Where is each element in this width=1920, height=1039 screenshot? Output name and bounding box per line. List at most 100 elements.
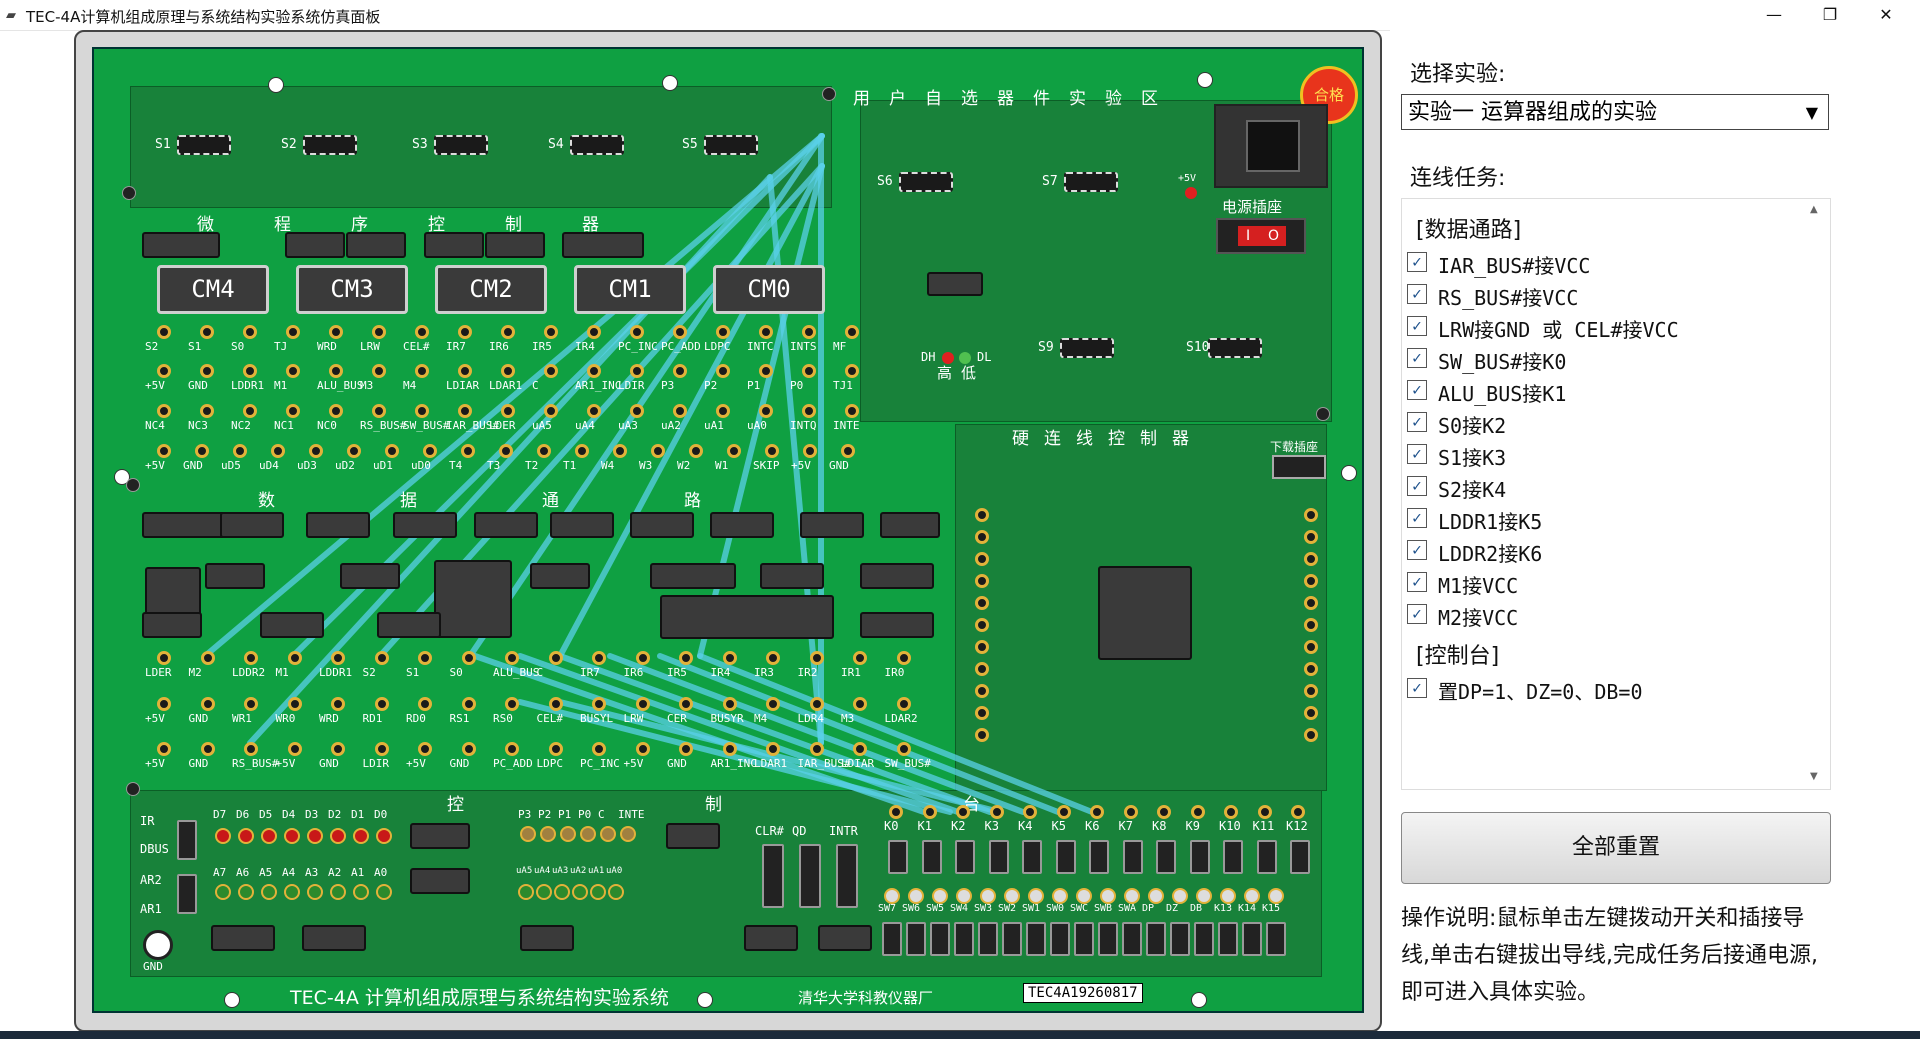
pin-hole[interactable] [803,444,817,458]
k-switch[interactable] [888,840,908,874]
sw-switch[interactable] [906,922,926,956]
pin-hole[interactable] [244,697,258,711]
task-item[interactable]: ✓IAR_BUS#接VCC [1407,250,1807,278]
pin-hole[interactable] [415,325,429,339]
pin-hole[interactable] [418,697,432,711]
sw-switch[interactable] [1194,922,1214,956]
pin-hole[interactable] [331,697,345,711]
pin-hole[interactable] [575,444,589,458]
pin-hole[interactable] [689,444,703,458]
pin-hole[interactable] [592,742,606,756]
pin-hole[interactable] [374,742,389,756]
k-switch[interactable] [1022,840,1042,874]
task-item[interactable]: ✓M2接VCC [1407,602,1807,630]
pin-hole[interactable] [331,651,345,665]
pin-hole[interactable] [499,444,513,458]
pin-hole[interactable] [1304,574,1318,588]
pin-hole[interactable] [889,805,903,819]
pin-hole[interactable] [635,697,650,711]
pin-hole[interactable] [544,364,558,378]
k-switch[interactable] [1290,840,1310,874]
pin-hole[interactable] [673,325,687,339]
pin-hole[interactable] [415,364,429,378]
task-checkbox[interactable]: ✓ [1407,252,1427,272]
pin-hole[interactable] [975,508,989,522]
ir-dbus-switch[interactable] [177,820,197,860]
task-checkbox[interactable]: ✓ [1407,348,1427,368]
pin-hole[interactable] [845,404,859,418]
pin-hole[interactable] [845,325,859,339]
pin-hole[interactable] [975,706,989,720]
task-item[interactable]: ✓M1接VCC [1407,570,1807,598]
sw-switch[interactable] [1122,922,1142,956]
pin-hole[interactable] [458,325,472,339]
pulse-key[interactable] [762,844,784,908]
pin-hole[interactable] [1056,805,1071,819]
pin-hole[interactable] [679,697,693,711]
pin-hole[interactable] [548,742,563,756]
pin-hole[interactable] [233,444,247,458]
pin-hole[interactable] [501,404,515,418]
k-switch[interactable] [1156,840,1176,874]
pin-hole[interactable] [1304,508,1318,522]
sw-switch[interactable] [1146,922,1166,956]
pin-hole[interactable] [853,697,867,711]
pin-hole[interactable] [1304,596,1318,610]
task-item[interactable]: ✓LDDR1接K5 [1407,506,1807,534]
dip-socket[interactable] [1208,338,1262,358]
pin-hole[interactable] [461,742,476,756]
pin-hole[interactable] [200,742,215,756]
pin-hole[interactable] [385,444,399,458]
pin-hole[interactable] [548,651,563,665]
pin-hole[interactable] [418,651,432,665]
task-checkbox[interactable]: ✓ [1407,572,1427,592]
pin-hole[interactable] [1304,552,1318,566]
pin-hole[interactable] [157,651,171,665]
pin-hole[interactable] [501,325,515,339]
dip-socket[interactable] [899,172,953,192]
pin-hole[interactable] [505,651,519,665]
pin-hole[interactable] [1304,706,1318,720]
pin-hole[interactable] [287,697,302,711]
task-checkbox[interactable]: ✓ [1407,540,1427,560]
pin-hole[interactable] [200,651,215,665]
pin-hole[interactable] [802,364,816,378]
k-switch[interactable] [921,840,942,874]
dip-socket[interactable] [1064,172,1118,192]
pin-hole[interactable] [765,444,779,458]
pin-hole[interactable] [329,404,343,418]
ar-switch[interactable] [177,874,197,914]
task-checkbox[interactable]: ✓ [1407,508,1427,528]
pin-hole[interactable] [727,444,741,458]
pin-hole[interactable] [1291,805,1305,819]
pin-hole[interactable] [548,697,563,711]
task-list-scrollbar[interactable]: ▲ ▼ [1806,200,1826,786]
pin-hole[interactable] [635,651,650,665]
pin-hole[interactable] [716,364,730,378]
pin-hole[interactable] [418,742,432,756]
pin-hole[interactable] [195,444,209,458]
gnd-terminal[interactable] [143,930,173,960]
task-checkbox[interactable]: ✓ [1407,316,1427,336]
sw-switch[interactable] [930,922,950,956]
pin-hole[interactable] [329,364,343,378]
k-switch[interactable] [1055,840,1076,874]
pin-hole[interactable] [716,325,730,339]
pin-hole[interactable] [1224,805,1238,819]
pin-hole[interactable] [461,651,476,665]
pin-hole[interactable] [587,364,601,378]
dip-socket[interactable] [434,135,488,155]
pin-hole[interactable] [372,325,386,339]
pin-hole[interactable] [809,742,824,756]
close-button[interactable]: ✕ [1879,5,1893,24]
pin-hole[interactable] [329,325,343,339]
pin-hole[interactable] [759,404,773,418]
task-item[interactable]: ✓SW_BUS#接K0 [1407,346,1807,374]
pin-hole[interactable] [243,325,257,339]
pin-hole[interactable] [372,364,386,378]
pin-hole[interactable] [766,742,780,756]
pin-hole[interactable] [347,444,361,458]
task-item[interactable]: ✓RS_BUS#接VCC [1407,282,1807,310]
pin-hole[interactable] [975,574,989,588]
pin-hole[interactable] [286,364,300,378]
